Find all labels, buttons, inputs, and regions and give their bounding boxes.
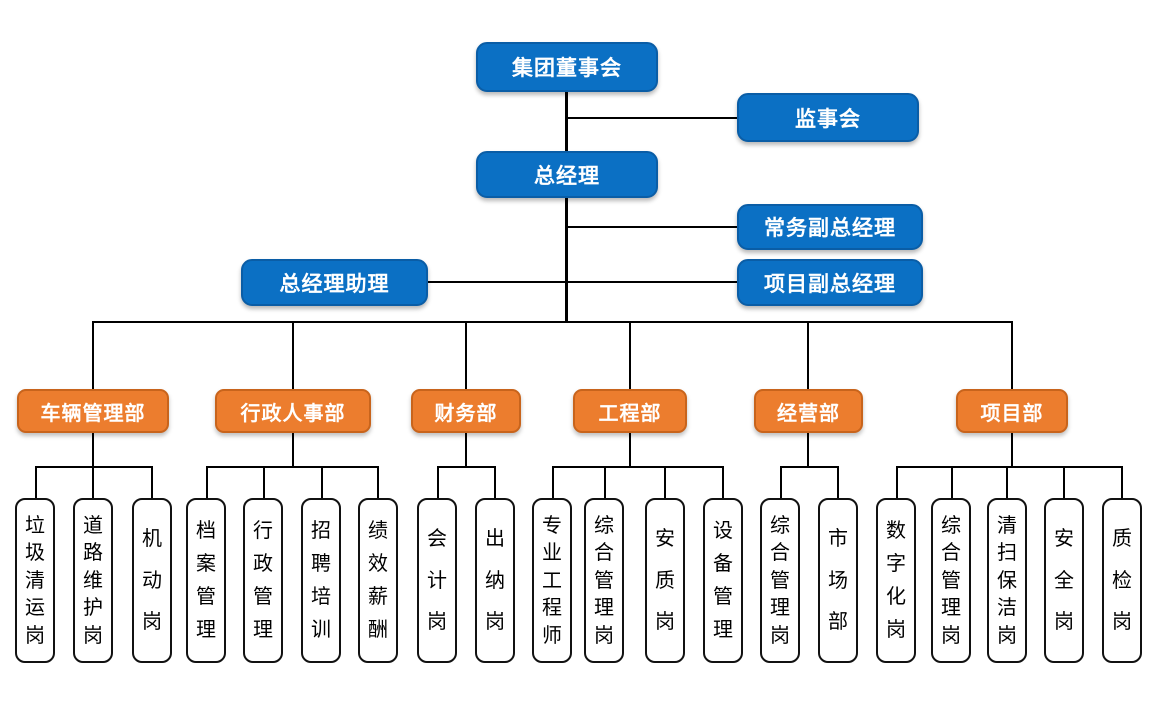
connector-line — [807, 321, 809, 389]
position-box: 会计岗 — [417, 498, 457, 663]
position-label: 安全岗 — [1054, 528, 1074, 633]
connector-line — [427, 281, 738, 283]
position-box: 出纳岗 — [475, 498, 515, 663]
connector-line — [780, 466, 782, 498]
position-label: 垃圾清运岗 — [25, 514, 45, 647]
position-label: 机动岗 — [142, 528, 162, 633]
connector-line — [437, 466, 496, 468]
connector-line — [1063, 466, 1065, 498]
connector-line — [377, 466, 379, 498]
position-box: 安全岗 — [1044, 498, 1084, 663]
position-label: 专业工程师 — [542, 514, 562, 647]
connector-line — [566, 117, 738, 119]
gm-assistant-box: 总经理助理 — [241, 259, 428, 306]
position-box: 专业工程师 — [532, 498, 572, 663]
connector-line — [35, 466, 153, 468]
position-box: 行政管理 — [243, 498, 283, 663]
position-label: 安质岗 — [655, 528, 675, 633]
connector-line — [465, 433, 467, 467]
connector-line — [92, 321, 1013, 323]
connector-line — [664, 466, 666, 498]
connector-line — [92, 466, 94, 498]
connector-line — [807, 433, 809, 467]
connector-line — [629, 433, 631, 467]
position-label: 市场部 — [828, 528, 848, 633]
position-label: 道路维护岗 — [83, 514, 103, 647]
connector-line — [1006, 466, 1008, 498]
position-box: 设备管理 — [703, 498, 743, 663]
connector-line — [206, 466, 208, 498]
position-box: 数字化岗 — [876, 498, 916, 663]
connector-line — [566, 226, 738, 228]
connector-line — [1121, 466, 1123, 498]
connector-line — [837, 466, 839, 498]
position-label: 综合管理岗 — [770, 514, 790, 647]
position-box: 质检岗 — [1102, 498, 1142, 663]
connector-line — [92, 321, 94, 389]
position-label: 绩效薪酬 — [368, 520, 388, 641]
connector-line — [780, 466, 839, 468]
executive-deputy-gm-box: 常务副总经理 — [737, 204, 923, 250]
connector-line — [1011, 321, 1013, 389]
position-box: 机动岗 — [132, 498, 172, 663]
position-label: 清扫保洁岗 — [997, 514, 1017, 647]
dept-project: 项目部 — [956, 389, 1068, 433]
connector-line — [437, 466, 439, 498]
connector-line — [896, 466, 898, 498]
connector-line — [206, 466, 378, 468]
connector-line — [465, 321, 467, 389]
connector-line — [565, 196, 568, 322]
position-box: 垃圾清运岗 — [15, 498, 55, 663]
connector-line — [951, 466, 953, 498]
position-label: 档案管理 — [196, 520, 216, 641]
connector-line — [494, 466, 496, 498]
general-manager-box: 总经理 — [476, 151, 658, 198]
dept-admin-hr: 行政人事部 — [215, 389, 371, 433]
position-box: 招聘培训 — [301, 498, 341, 663]
connector-line — [552, 466, 554, 498]
supervisory-box: 监事会 — [737, 93, 919, 142]
connector-line — [292, 433, 294, 467]
position-box: 市场部 — [818, 498, 858, 663]
position-box: 清扫保洁岗 — [987, 498, 1027, 663]
position-label: 设备管理 — [713, 520, 733, 641]
project-deputy-gm-box: 项目副总经理 — [737, 259, 923, 306]
connector-line — [629, 321, 631, 389]
position-box: 综合管理岗 — [931, 498, 971, 663]
position-label: 会计岗 — [427, 528, 447, 633]
connector-line — [292, 321, 294, 389]
position-box: 综合管理岗 — [584, 498, 624, 663]
position-label: 招聘培训 — [311, 520, 331, 641]
connector-line — [321, 466, 323, 498]
connector-line — [722, 466, 724, 498]
connector-line — [565, 90, 568, 152]
position-label: 出纳岗 — [485, 528, 505, 633]
position-box: 绩效薪酬 — [358, 498, 398, 663]
connector-line — [1011, 433, 1013, 467]
connector-line — [263, 466, 265, 498]
board-box: 集团董事会 — [476, 42, 658, 92]
position-label: 质检岗 — [1112, 528, 1132, 633]
dept-operations: 经营部 — [754, 389, 863, 433]
position-box: 综合管理岗 — [760, 498, 800, 663]
dept-vehicle-management: 车辆管理部 — [17, 389, 169, 433]
position-label: 综合管理岗 — [594, 514, 614, 647]
connector-line — [151, 466, 153, 498]
position-box: 道路维护岗 — [73, 498, 113, 663]
dept-engineering: 工程部 — [573, 389, 687, 433]
position-label: 综合管理岗 — [941, 514, 961, 647]
connector-line — [92, 433, 94, 467]
connector-line — [604, 466, 606, 498]
position-label: 行政管理 — [253, 520, 273, 641]
position-label: 数字化岗 — [886, 520, 906, 641]
connector-line — [35, 466, 37, 498]
position-box: 安质岗 — [645, 498, 685, 663]
dept-finance: 财务部 — [411, 389, 521, 433]
connector-line — [896, 466, 1123, 468]
connector-line — [552, 466, 724, 468]
position-box: 档案管理 — [186, 498, 226, 663]
